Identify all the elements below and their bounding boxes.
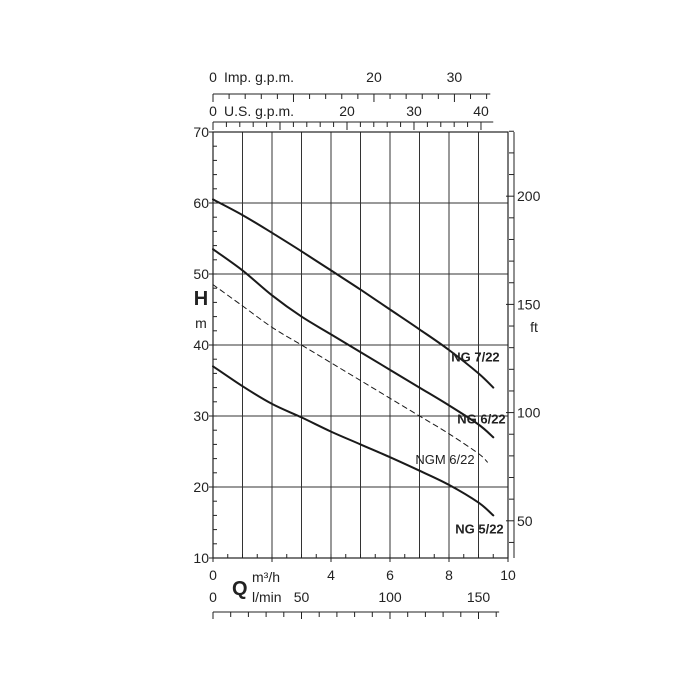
y-axis-tick-label: 40 xyxy=(193,337,209,353)
series-line-ng-6-22 xyxy=(212,248,495,439)
usgpm-axis-tick-label: 0 xyxy=(209,103,217,119)
series-label: NG 7/22 xyxy=(451,350,499,365)
series-line-ng-7-22 xyxy=(212,198,495,389)
series-label: NG 5/22 xyxy=(455,521,503,536)
y-axis-tick-label: 10 xyxy=(193,550,209,566)
series-label: NGM 6/22 xyxy=(415,452,474,467)
x-axis-unit: m³/h xyxy=(252,569,280,585)
y-axis-tick-label: 50 xyxy=(193,266,209,282)
ft-axis-unit: ft xyxy=(530,319,538,335)
x-axis-tick-label: 0 xyxy=(209,567,217,583)
lpm-axis-tick-label: 100 xyxy=(378,589,402,605)
ft-axis-tick-label: 100 xyxy=(517,405,541,421)
y-axis-tick-label: 70 xyxy=(193,124,209,140)
usgpm-axis-tick-label: 40 xyxy=(473,103,489,119)
usgpm-axis-label: U.S. g.p.m. xyxy=(224,103,294,119)
series-label: NG 6/22 xyxy=(457,411,505,426)
impgpm-axis-label: Imp. g.p.m. xyxy=(224,69,294,85)
lpm-axis-tick-label: 150 xyxy=(467,589,491,605)
series-line-ng-5-22 xyxy=(212,365,495,517)
impgpm-axis-tick-label: 20 xyxy=(366,69,382,85)
x-axis-letter: Q xyxy=(232,578,248,600)
lpm-axis-unit: l/min xyxy=(252,589,282,605)
y-axis-tick-label: 60 xyxy=(193,195,209,211)
ft-axis-tick-label: 150 xyxy=(517,296,541,312)
y-axis-tick-label: 30 xyxy=(193,408,209,424)
y-axis-unit: m xyxy=(195,315,207,331)
y-axis-letter: H xyxy=(194,288,208,310)
usgpm-axis-tick-label: 30 xyxy=(406,103,422,119)
usgpm-axis-tick-label: 20 xyxy=(339,103,355,119)
y-axis-tick-label: 20 xyxy=(193,479,209,495)
x-axis-tick-label: 4 xyxy=(327,567,335,583)
axes-layer xyxy=(209,93,515,619)
impgpm-axis-tick-label: 0 xyxy=(209,69,217,85)
x-axis-tick-label: 10 xyxy=(500,567,516,583)
series-layer xyxy=(212,198,495,517)
impgpm-axis-tick-label: 30 xyxy=(447,69,463,85)
lpm-axis-tick-label: 0 xyxy=(209,589,217,605)
x-axis-tick-label: 6 xyxy=(386,567,394,583)
x-axis-tick-label: 8 xyxy=(445,567,453,583)
series-line-ngm-6-22 xyxy=(212,284,488,463)
grid-layer xyxy=(213,132,508,558)
lpm-axis-tick-label: 50 xyxy=(294,589,310,605)
ft-axis-tick-label: 50 xyxy=(517,513,533,529)
ft-axis-tick-label: 200 xyxy=(517,188,541,204)
